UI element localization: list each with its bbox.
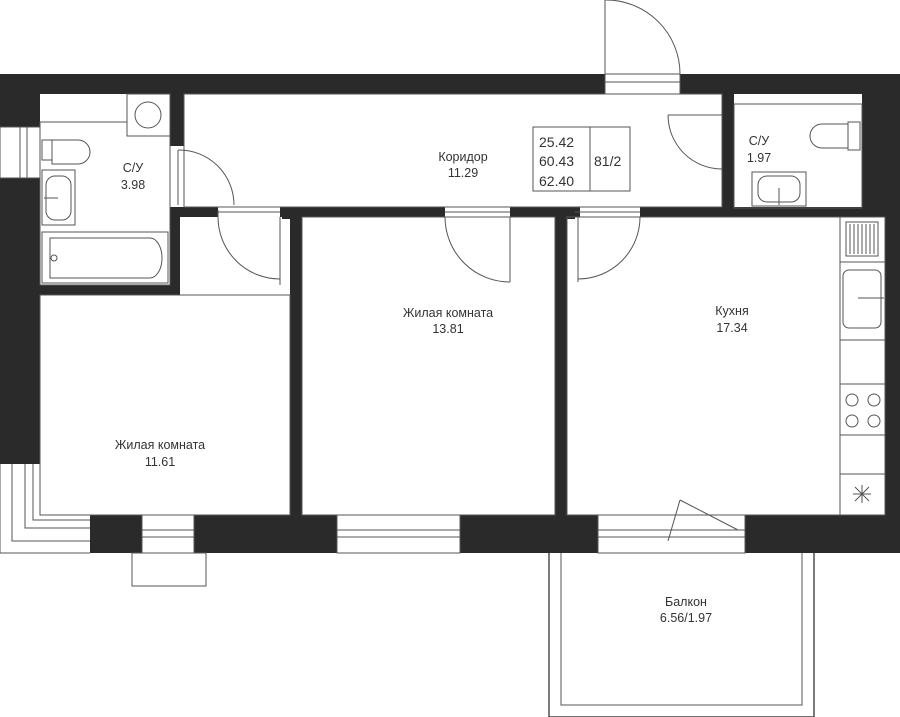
stove-icon <box>845 393 881 428</box>
living-area-value: 25.42 <box>539 134 574 150</box>
bedroom-left-area: 11.61 <box>145 455 175 469</box>
balcony-name: Балкон <box>665 595 707 609</box>
sink-icon-right <box>751 171 807 207</box>
windows <box>0 73 746 587</box>
walls <box>0 74 900 553</box>
washing-machine-icon <box>126 93 171 137</box>
extractor-icon <box>853 485 871 503</box>
kitchen-counter <box>839 216 886 516</box>
bedroom-left-name: Жилая комната <box>115 438 205 452</box>
bedroom-middle-area: 13.81 <box>432 322 463 336</box>
radiator-icon <box>845 221 879 257</box>
toilet-icon <box>41 139 91 165</box>
apartment-code: 81/2 <box>594 153 621 169</box>
bathroom-left-area: 3.98 <box>121 178 145 192</box>
bedroom-middle-name: Жилая комната <box>403 306 493 320</box>
total-area-balcony-value: 62.40 <box>539 173 574 189</box>
bathtub-icon <box>41 231 169 284</box>
area-summary: 25.42 60.43 62.40 81/2 <box>532 126 631 192</box>
room-labels: С/У 3.98 Коридор 11.29 С/У 1.97 Жилая ко… <box>115 134 771 625</box>
toilet-icon-right <box>809 121 861 151</box>
bathroom-left-name: С/У <box>123 161 144 175</box>
fixtures <box>41 93 886 516</box>
kitchen-sink-icon <box>842 269 884 329</box>
sink-icon <box>41 169 76 226</box>
corridor-name: Коридор <box>438 150 487 164</box>
balcony-area: 6.56/1.97 <box>660 611 712 625</box>
kitchen-area: 17.34 <box>716 321 747 335</box>
total-area-value: 60.43 <box>539 153 574 169</box>
bathroom-right-area: 1.97 <box>747 151 771 165</box>
balcony <box>548 553 815 717</box>
doors <box>177 0 739 542</box>
corridor-area: 11.29 <box>448 166 478 180</box>
kitchen-name: Кухня <box>715 304 748 318</box>
bathroom-right-name: С/У <box>749 134 770 148</box>
